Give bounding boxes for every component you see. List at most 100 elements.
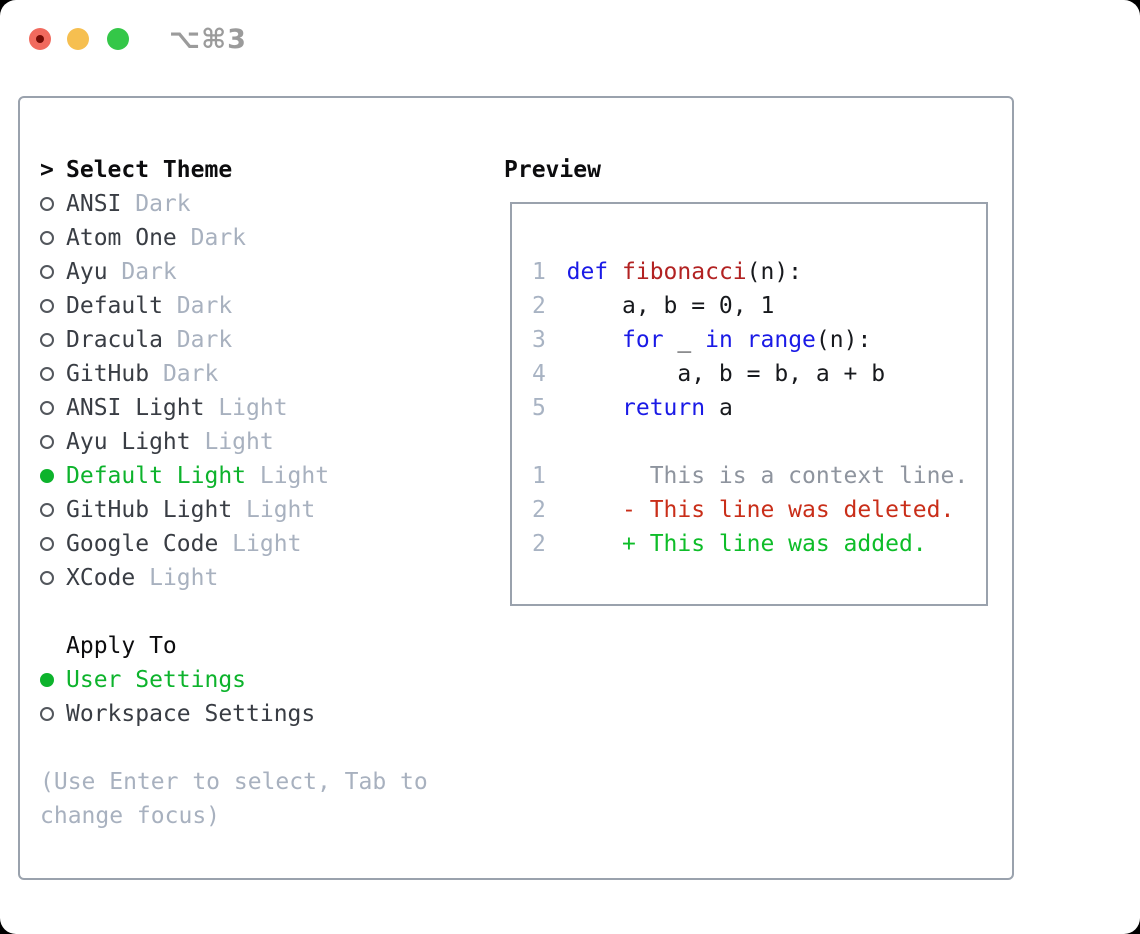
apply-to-title: Apply To: [66, 633, 177, 659]
option-variant-label: Dark: [121, 191, 191, 217]
option-variant-label: Light: [190, 429, 274, 455]
option-variant-label: Dark: [107, 259, 177, 285]
theme-option-google-code[interactable]: Google Code Light: [40, 527, 490, 561]
bullet-column: [40, 503, 66, 517]
bullet-column: [40, 333, 66, 347]
theme-option-ayu-light[interactable]: Ayu Light Light: [40, 425, 490, 459]
radio-unselected-icon[interactable]: [40, 435, 54, 449]
diff-line: 2 + This line was added.: [532, 527, 986, 561]
theme-option-ansi-light[interactable]: ANSI Light Light: [40, 391, 490, 425]
theme-option-default[interactable]: Default Dark: [40, 289, 490, 323]
hint-line-2: change focus): [40, 803, 221, 829]
radio-unselected-icon[interactable]: [40, 503, 54, 517]
theme-option-github[interactable]: GitHub Dark: [40, 357, 490, 391]
radio-unselected-icon[interactable]: [40, 401, 54, 415]
code-line: 4 a, b = b, a + b: [532, 357, 986, 391]
theme-option-ayu[interactable]: Ayu Dark: [40, 255, 490, 289]
option-variant-label: Light: [204, 395, 288, 421]
line-number: 5: [532, 395, 546, 421]
option-variant-label: Dark: [149, 361, 219, 387]
option-variant-label: Light: [135, 565, 219, 591]
radio-unselected-icon[interactable]: [40, 571, 54, 585]
option-label: GitHub: [66, 361, 150, 387]
radio-unselected-icon[interactable]: [40, 231, 54, 245]
code-segment-txt: [608, 259, 622, 285]
apply-option-user-settings[interactable]: User Settings: [40, 663, 490, 697]
line-number: 2: [532, 293, 546, 319]
line-number: 3: [532, 327, 546, 353]
bullet-column: [40, 367, 66, 381]
diff-line: 2 - This line was deleted.: [532, 493, 986, 527]
line-number: 4: [532, 361, 546, 387]
minimize-button[interactable]: [67, 28, 89, 50]
close-dot-icon: [36, 35, 44, 43]
bullet-column: [40, 265, 66, 279]
option-label: Atom One: [66, 225, 177, 251]
theme-option-dracula[interactable]: Dracula Dark: [40, 323, 490, 357]
radio-selected-icon[interactable]: [40, 673, 54, 687]
option-variant-label: Light: [246, 463, 330, 489]
spacer: [40, 595, 490, 629]
radio-unselected-icon[interactable]: [40, 367, 54, 381]
radio-unselected-icon[interactable]: [40, 707, 54, 721]
focus-prompt-icon: >: [40, 157, 54, 183]
code-line: 3 for _ in range(n):: [532, 323, 986, 357]
code-segment-add: + This line was added.: [566, 531, 927, 557]
option-label: XCode: [66, 565, 136, 591]
code-segment-fn: fibonacci: [622, 259, 747, 285]
radio-unselected-icon[interactable]: [40, 299, 54, 313]
option-label: Default: [66, 293, 163, 319]
bullet-column: [40, 435, 66, 449]
option-label: ANSI Light: [66, 395, 205, 421]
code-line: 2 a, b = 0, 1: [532, 289, 986, 323]
hint-line-1: (Use Enter to select, Tab to: [40, 769, 428, 795]
bullet-column: [40, 673, 66, 687]
theme-option-ansi[interactable]: ANSI Dark: [40, 187, 490, 221]
code-segment-kw: return: [622, 395, 706, 421]
option-label: ANSI: [66, 191, 122, 217]
diff-line: 1 This is a context line.: [532, 459, 986, 493]
radio-unselected-icon[interactable]: [40, 197, 54, 211]
radio-unselected-icon[interactable]: [40, 537, 54, 551]
option-variant-label: Dark: [176, 225, 247, 251]
code-segment-txt: (n):: [746, 259, 803, 285]
bullet-column: [40, 197, 66, 211]
radio-unselected-icon[interactable]: [40, 265, 54, 279]
theme-option-atom-one[interactable]: Atom One Dark: [40, 221, 490, 255]
theme-option-default-light[interactable]: Default Light Light: [40, 459, 490, 493]
line-number: 1: [532, 259, 546, 285]
zoom-button[interactable]: [107, 28, 129, 50]
code-line: 1 def fibonacci(n):: [532, 255, 986, 289]
code-segment-kw: in: [705, 327, 733, 353]
option-label: Default Light: [66, 463, 247, 489]
option-label: Workspace Settings: [66, 701, 316, 727]
option-label: Dracula: [66, 327, 163, 353]
theme-option-github-light[interactable]: GitHub Light Light: [40, 493, 490, 527]
code-segment-del: - This line was deleted.: [566, 497, 955, 523]
option-label: Ayu: [66, 259, 108, 285]
option-variant-label: Dark: [162, 293, 233, 319]
line-number: 2: [532, 497, 546, 523]
titlebar: ⌥⌘3: [29, 24, 247, 55]
apply-to-header: Apply To: [40, 629, 490, 663]
theme-option-xcode[interactable]: XCode Light: [40, 561, 490, 595]
code-segment-kw: def: [566, 259, 609, 285]
bullet-column: [40, 231, 66, 245]
option-label: Google Code: [66, 531, 219, 557]
select-theme-header: > Select Theme: [40, 153, 490, 187]
code-segment-txt: [567, 395, 622, 421]
radio-unselected-icon[interactable]: [40, 333, 54, 347]
close-button[interactable]: [29, 28, 51, 50]
apply-option-workspace-settings[interactable]: Workspace Settings: [40, 697, 490, 731]
radio-selected-icon[interactable]: [40, 469, 54, 483]
bullet-column: [40, 401, 66, 415]
code-line: 5 return a: [532, 391, 986, 425]
code-segment-txt: _: [663, 327, 706, 353]
